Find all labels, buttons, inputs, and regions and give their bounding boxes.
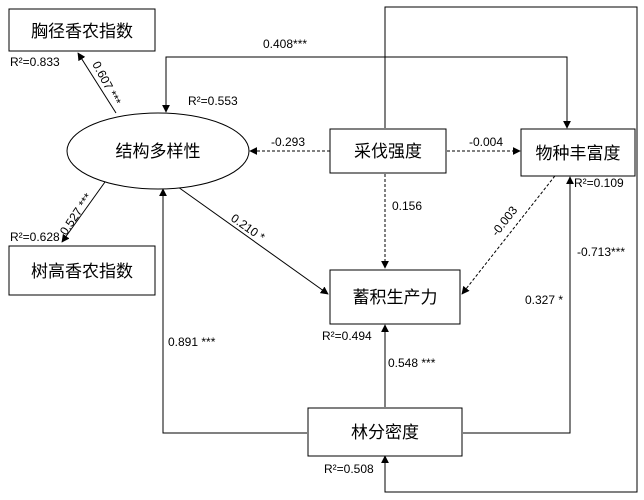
coef-density-to-richness: 0.327 * [525, 293, 563, 307]
edge-sd-to-chest [77, 52, 117, 114]
coef-density-to-sd: 0.891 *** [168, 335, 216, 349]
coef-sd-to-productivity: 0.210 * [228, 211, 267, 244]
r2-structural-diversity: R²=0.553 [188, 94, 238, 108]
r2-stand-density: R²=0.508 [324, 462, 374, 476]
edge-sd-to-height [61, 174, 111, 243]
coef-richness-to-density: -0.713*** [577, 245, 625, 259]
chest-shannon-label: 胸径香农指数 [31, 22, 133, 42]
edge-richness-to-density [381, 6, 638, 493]
stand-density-label: 林分密度 [351, 423, 419, 443]
node-height-shannon: 树高香农指数 [8, 245, 156, 296]
edge-richness-to-productivity [461, 171, 559, 295]
coef-sd-to-chest: 0.607 *** [89, 59, 124, 108]
edge-density-to-sd [159, 188, 307, 434]
node-harvest-intensity: 采伐强度 [329, 128, 447, 174]
height-shannon-label: 树高香农指数 [31, 262, 133, 282]
r2-stock-productivity: R²=0.494 [322, 329, 372, 343]
coef-sd-to-richness: 0.408*** [263, 37, 307, 51]
node-species-richness: 物种丰富度 [520, 128, 636, 177]
r2-height-shannon: R²=0.628 [10, 230, 60, 244]
r2-chest-shannon: R²=0.833 [10, 55, 60, 69]
coef-richness-to-productivity: -0.003 [488, 203, 520, 239]
coef-harvest-to-richness: -0.004 [469, 135, 503, 149]
coef-density-to-productivity: 0.548 *** [388, 356, 436, 370]
stock-productivity-label: 蓄积生产力 [353, 288, 438, 308]
coef-harvest-to-productivity: 0.156 [392, 199, 422, 213]
edge-sd-to-productivity [177, 186, 329, 295]
edges [61, 6, 638, 493]
r2-labels: R²=0.833 R²=0.628 R²=0.553 R²=0.109 R²=0… [10, 55, 624, 476]
edge-sd-to-richness [162, 56, 568, 128]
node-stand-density: 林分密度 [307, 407, 463, 457]
harvest-intensity-label: 采伐强度 [354, 142, 422, 162]
node-chest-shannon: 胸径香农指数 [8, 8, 156, 52]
coef-sd-to-height: 0.527 *** [57, 190, 95, 237]
node-stock-productivity: 蓄积生产力 [329, 269, 461, 325]
r2-species-richness: R²=0.109 [574, 176, 624, 190]
structural-diversity-label: 结构多样性 [116, 142, 201, 162]
species-richness-label: 物种丰富度 [536, 144, 621, 164]
coef-harvest-to-sd: -0.293 [271, 135, 305, 149]
edge-sd-to-richness-head [166, 56, 571, 129]
edge-density-to-richness [463, 176, 574, 434]
node-structural-diversity: 结构多样性 [66, 112, 250, 190]
